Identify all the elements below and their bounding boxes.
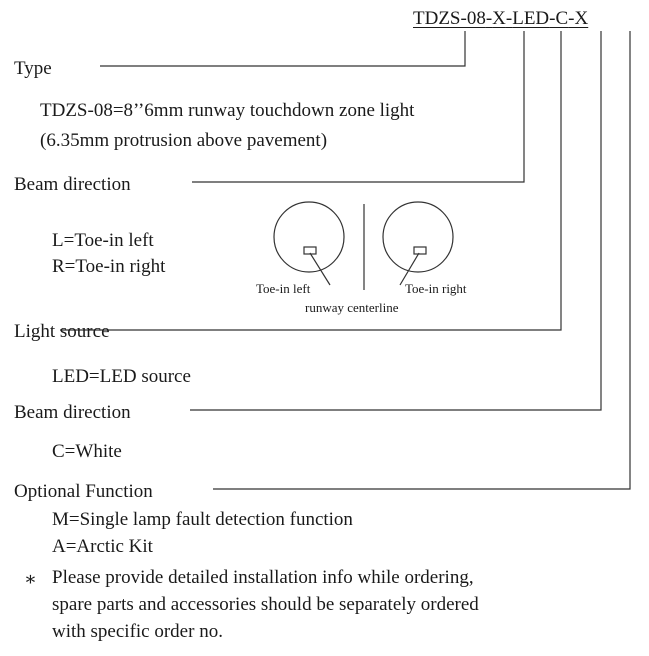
light-source-desc: LED=LED source (52, 366, 191, 387)
optional-leader (213, 31, 631, 490)
code-sep: - (505, 8, 513, 29)
type-leader (100, 31, 466, 67)
light-source-heading: Light source (14, 321, 110, 342)
type-heading: Type (14, 58, 52, 79)
type-desc-line1: TDZS-08=8’’6mm runway touchdown zone lig… (40, 100, 415, 121)
code-option: X (574, 8, 589, 29)
color-leader (190, 31, 602, 411)
note-line2: spare parts and accessories should be se… (52, 594, 479, 615)
toe-in-right-lamp (413, 246, 427, 255)
toe-in-right-label: Toe-in right (405, 281, 467, 296)
optional-m: M=Single lamp fault detection function (52, 509, 353, 530)
beam-direction-heading: Beam direction (14, 174, 131, 195)
optional-heading: Optional Function (14, 481, 153, 502)
model-code: TDZS-08-X-LED-C-X (413, 9, 588, 28)
code-base: TDZS-08 (413, 8, 486, 29)
beam-right-option: R=Toe-in right (52, 256, 166, 277)
source-leader (60, 31, 562, 331)
color-heading: Beam direction (14, 402, 131, 423)
toe-in-left-label: Toe-in left (256, 281, 311, 296)
beam-leader (192, 31, 525, 183)
toe-in-right-circle (382, 201, 454, 273)
toe-in-right-pointer (399, 252, 420, 286)
code-color: C (555, 8, 569, 29)
note-line3: with specific order no. (52, 621, 223, 642)
toe-in-left-lamp (303, 246, 317, 255)
toe-in-left-circle (273, 201, 345, 273)
beam-left-option: L=Toe-in left (52, 230, 154, 251)
code-sep: - (549, 8, 556, 29)
toe-in-left-pointer (309, 252, 331, 286)
note-bullet: ∗ (24, 569, 37, 590)
note-line1: Please provide detailed installation inf… (52, 567, 474, 588)
code-sep: - (485, 8, 493, 29)
color-desc: C=White (52, 441, 122, 462)
type-desc-line2: (6.35mm protrusion above pavement) (40, 130, 328, 151)
code-source: LED (512, 8, 550, 29)
code-sep: - (568, 8, 575, 29)
runway-centerline-label: runway centerline (305, 300, 399, 315)
code-beam: X (492, 8, 506, 29)
optional-a: A=Arctic Kit (52, 536, 153, 557)
